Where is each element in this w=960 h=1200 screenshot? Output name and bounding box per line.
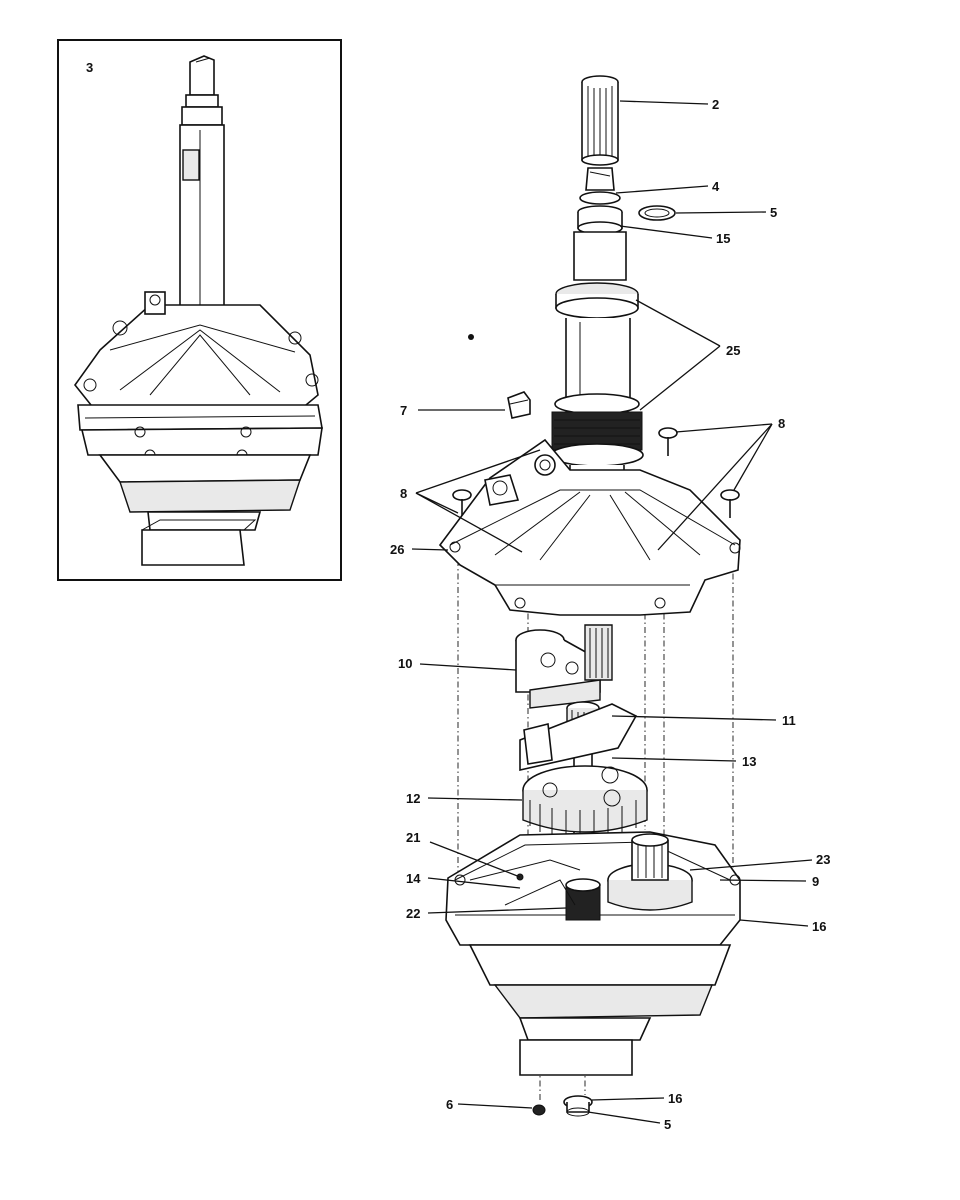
- part-22-pinion: [565, 878, 601, 921]
- part-6-drain-screw: [532, 1104, 546, 1116]
- callout-labels: 2 4 5 15 25 7 8 8 26 10 11 13 12 21 14 2…: [390, 97, 830, 1132]
- part-10-cam-assembly: [515, 624, 613, 709]
- callout-10: 10: [398, 656, 412, 671]
- callout-22: 22: [406, 906, 420, 921]
- callout-15: 15: [716, 231, 730, 246]
- callout-25: 25: [726, 343, 740, 358]
- callout-8-right: 8: [778, 416, 785, 431]
- callout-21: 21: [406, 830, 420, 845]
- callout-7: 7: [400, 403, 407, 418]
- callout-9: 9: [812, 874, 819, 889]
- stray-mark: [468, 334, 474, 340]
- callout-5-bottom: 5: [664, 1117, 671, 1132]
- callout-14: 14: [406, 871, 421, 886]
- callout-2: 2: [712, 97, 719, 112]
- main-tube: [565, 318, 631, 401]
- inset-label: 3: [86, 60, 93, 75]
- leader-lines: [411, 100, 813, 1124]
- inset-shaft: [179, 55, 225, 326]
- callout-8-left: 8: [400, 486, 407, 501]
- lower-housing: [445, 831, 741, 1076]
- part-23-output-gear: [607, 833, 693, 911]
- part-16-5-plug: [563, 1095, 593, 1117]
- assembly-inset: 3: [57, 39, 342, 581]
- callout-26: 26: [390, 542, 404, 557]
- part-5-oring: [638, 205, 676, 221]
- part-2-spline-tube: [581, 75, 619, 166]
- inset-housing: [73, 291, 323, 566]
- part-4-15-shaft-top: [573, 167, 627, 281]
- part-25-upper-seal: [555, 282, 639, 319]
- callout-4: 4: [712, 179, 720, 194]
- callout-16-bottom: 16: [668, 1091, 682, 1106]
- callout-11: 11: [782, 713, 796, 728]
- callout-12: 12: [406, 791, 420, 806]
- part-13-bracket: [519, 703, 638, 771]
- callout-13: 13: [742, 754, 756, 769]
- callout-5-upper: 5: [770, 205, 777, 220]
- part-7-plug: [507, 391, 531, 419]
- callout-6: 6: [446, 1097, 453, 1112]
- callout-16-right: 16: [812, 919, 826, 934]
- callout-23: 23: [816, 852, 830, 867]
- upper-housing-cover: [438, 438, 741, 616]
- part-12-large-gear: [522, 765, 648, 840]
